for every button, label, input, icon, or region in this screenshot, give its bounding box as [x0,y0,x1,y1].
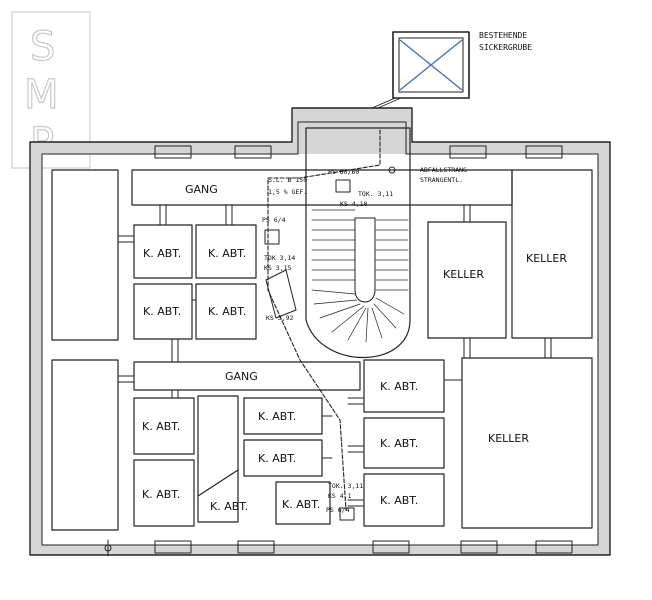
logo-letter-m: M [24,72,59,118]
door-marks [117,204,552,507]
middle-corridor: GANG [133,361,361,391]
label-kabt-4: K. ABT. [208,305,246,318]
anno-ps-small-2: PS 6/4 [326,506,350,514]
kabt-block-upper: K. ABT. K. ABT. K. ABT. K. ABT. [133,224,257,340]
note-line-2: SICKERGRUBE [479,43,532,52]
anno-abfall: ABFALLSTRANG [420,166,467,174]
kabt-block-lower: K. ABT. K. ABT. K. ABT. K. ABT. K. ABT. … [133,395,331,527]
section-mark [104,539,112,557]
label-kabt-9: K. ABT. [258,452,296,465]
label-kabt-11: K. ABT. [380,380,418,393]
label-kabt-8: K. ABT. [258,410,296,423]
keller-upper-right: KELLER KELLER [427,169,593,339]
keller-lower-right: KELLER [461,357,593,529]
label-kabt-10: K. ABT. [282,498,320,511]
anno-ks: KS 4,10 [340,200,367,208]
label-keller-1: KELLER [443,268,484,281]
anno-gef: 1,5 % GEF. [268,188,307,196]
label-gang-mid: GANG [225,370,258,383]
anno-tok: TOK. 3,11 [358,190,393,198]
anno-sl: S.L. Ø 150 [268,176,307,184]
label-keller-3: KELLER [488,432,529,445]
anno-ks-4: KS 4,1 [328,492,352,500]
label-kabt-7: K. ABT. [210,500,248,513]
label-kabt-3: K. ABT. [143,305,181,318]
label-keller-2: KELLER [526,252,567,265]
staircase [305,127,411,359]
logo-letter-s: S [30,24,55,70]
anno-entl: STRANGENTL. [420,176,463,184]
label-kabt-5: K. ABT. [142,420,180,433]
label-kabt-12: K. ABT. [380,437,418,450]
label-kabt-1: K. ABT. [143,247,181,260]
left-room-bottom [51,359,119,531]
anno-tok-3: TOK. 3,11 [328,482,363,490]
outer-walls [29,107,611,556]
annotations: S.L. Ø 150 1,5 % GEF. PS 60/60 ABFALLSTR… [262,166,467,514]
anno-ks-3: KS 3,92 [266,314,293,322]
anno-tok-2: TOK 3,14 [264,254,295,262]
label-kabt-13: K. ABT. [380,494,418,507]
note-line-1: BESTEHENDE [479,31,527,40]
label-kabt-6: K. ABT. [142,488,180,501]
anno-ps-small-1: PS 6/4 [262,216,286,224]
anno-ps: PS 60/60 [328,168,359,176]
anno-ks-2: KS 3,15 [264,264,291,272]
kabt-block-right: K. ABT. K. ABT. K. ABT. [363,359,445,527]
label-gang-top: GANG [185,183,218,196]
drain-pipe [264,129,396,521]
label-kabt-2: K. ABT. [208,247,246,260]
left-room-top [51,169,119,341]
